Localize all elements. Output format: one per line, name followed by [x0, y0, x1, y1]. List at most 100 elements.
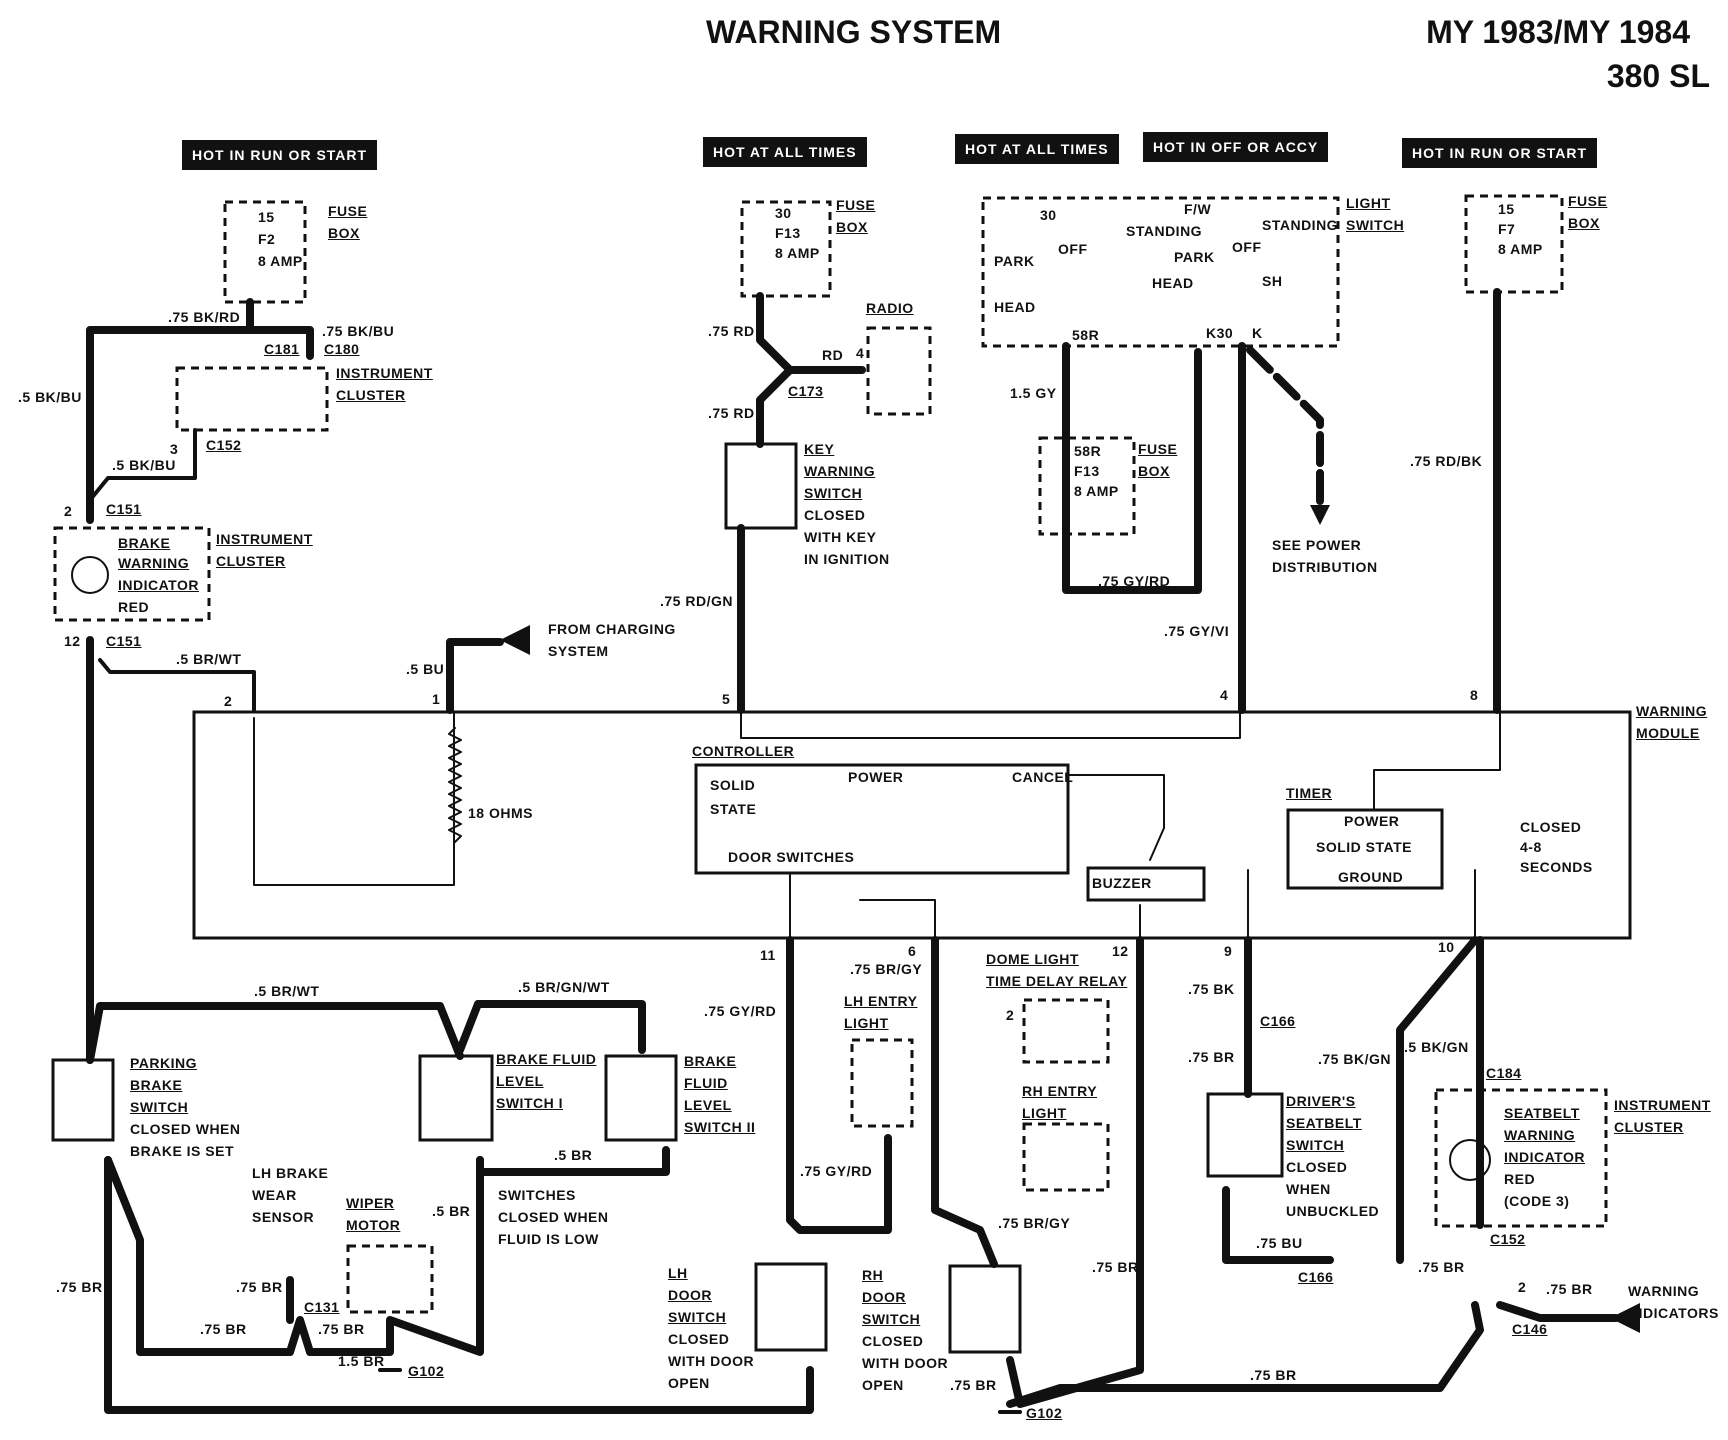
- wire-19: .75 BR: [56, 1279, 103, 1295]
- pin-4: 4: [1220, 687, 1229, 703]
- key-sw-1: KEY: [804, 441, 835, 457]
- lh-door-1: LH: [668, 1265, 688, 1281]
- fuse-1-id: F2: [258, 231, 276, 247]
- pin-2d: 2: [1518, 1279, 1527, 1295]
- wiper-box: [346, 1244, 434, 1314]
- conn-c151a: C151: [106, 501, 142, 517]
- wear-2: WEAR: [252, 1187, 297, 1203]
- pin-2c: 2: [1006, 1007, 1015, 1023]
- bf1-3: SWITCH I: [496, 1095, 563, 1111]
- brake-ind-2: WARNING: [118, 555, 190, 571]
- fuse-7-amp: 8 AMP: [1498, 241, 1543, 257]
- wire-12: .5 BR/WT: [176, 651, 242, 667]
- parking-brake-box: [51, 1058, 115, 1142]
- tag-hot-all-times-1: HOT AT ALL TIMES: [703, 137, 867, 167]
- pin-12: 12: [1112, 943, 1129, 959]
- pin-3: 3: [170, 441, 179, 457]
- ls-standing-1: STANDING: [1126, 223, 1203, 239]
- charging-connector-a: [500, 625, 530, 655]
- lh-entry-box: [850, 1038, 914, 1128]
- wear-1: LH BRAKE: [252, 1165, 329, 1181]
- sb-ind-1: SEATBELT: [1504, 1105, 1580, 1121]
- wire-6: .75 RD: [708, 405, 755, 421]
- bf2-3: LEVEL: [684, 1097, 732, 1113]
- cluster-label-1: INSTRUMENT: [336, 365, 433, 381]
- parking-brake-2: BRAKE: [130, 1077, 183, 1093]
- pin-4b: 4: [856, 345, 865, 361]
- tag-hot-all-times-2: HOT AT ALL TIMES: [955, 134, 1119, 164]
- lh-entry-2: LIGHT: [844, 1015, 889, 1031]
- dome-relay-box: [1022, 998, 1110, 1064]
- wire-4: .75 RD: [708, 323, 755, 339]
- conn-c181: C181: [264, 341, 300, 357]
- radio-box: [866, 326, 932, 416]
- warning-module-box: [192, 710, 1632, 940]
- sw-closed-2: CLOSED WHEN: [498, 1209, 609, 1225]
- wire-9: .75 GY/RD: [1098, 573, 1171, 589]
- parking-brake-5: BRAKE IS SET: [130, 1143, 235, 1159]
- rh-door-2: DOOR: [862, 1289, 906, 1305]
- wire-21: .75 BR: [200, 1321, 247, 1337]
- wire-29: .75 BR: [950, 1377, 997, 1393]
- fuse-1-amp: 8 AMP: [258, 253, 303, 269]
- conn-c152a: C152: [206, 437, 242, 453]
- seatbelt-bulb: [1449, 1139, 1491, 1181]
- lh-door-4: CLOSED: [668, 1331, 730, 1347]
- controller-cancel: CANCEL: [1012, 769, 1074, 785]
- wire-16: .5 BR/GN/WT: [518, 979, 610, 995]
- fuse-box-1: [223, 200, 307, 304]
- fuse-box-7: [1464, 194, 1564, 294]
- rh-door-box: [948, 1264, 1022, 1354]
- warn-ind-2: INDICATORS: [1628, 1305, 1719, 1321]
- wire-10: .75 GY/VI: [1164, 623, 1230, 639]
- fuse-box-13: [740, 200, 832, 298]
- conn-c180: C180: [324, 341, 360, 357]
- brake-ind-box: [53, 526, 211, 622]
- closed-sec-2: 4-8: [1520, 839, 1542, 855]
- timer-solid-state: SOLID STATE: [1316, 839, 1412, 855]
- sb-ind-3: INDICATOR: [1504, 1149, 1585, 1165]
- pin-5: 5: [722, 691, 731, 707]
- wire-25: .75 GY/RD: [800, 1163, 873, 1179]
- fuse-f13b-pin: 58R: [1074, 443, 1102, 459]
- rh-door-1: RH: [862, 1267, 884, 1283]
- wiper-2: MOTOR: [346, 1217, 401, 1233]
- wire-32: .75 BR: [1188, 1049, 1235, 1065]
- wire-23: 1.5 BR: [338, 1353, 385, 1369]
- conn-c152b: C152: [1490, 1231, 1526, 1247]
- conn-c173: C173: [788, 383, 824, 399]
- ls-park-1: PARK: [994, 253, 1035, 269]
- pin-9: 9: [1224, 943, 1233, 959]
- ls-fw: F/W: [1184, 201, 1212, 217]
- wire-22: .75 BR: [318, 1321, 365, 1337]
- key-sw-5: WITH KEY: [804, 529, 877, 545]
- box-label-2: BOX: [836, 219, 868, 235]
- see-power-2: DISTRIBUTION: [1272, 559, 1378, 575]
- box-label-4: BOX: [1138, 463, 1170, 479]
- dome-2: TIME DELAY RELAY: [986, 973, 1128, 989]
- parking-brake-3: SWITCH: [130, 1099, 189, 1115]
- bf1-2: LEVEL: [496, 1073, 544, 1089]
- pin-2b: 2: [64, 503, 73, 519]
- conn-c166a: C166: [1260, 1013, 1296, 1029]
- controller-label: CONTROLLER: [692, 743, 795, 759]
- timer-power: POWER: [1344, 813, 1400, 829]
- wire-18: .5 BR: [432, 1203, 471, 1219]
- ls-pin-k: K: [1252, 325, 1263, 341]
- fuse-box-label-4: FUSE: [1138, 441, 1178, 457]
- cluster-label-3: INSTRUMENT: [1614, 1097, 1711, 1113]
- wire-11: .75 RD/BK: [1410, 453, 1483, 469]
- rh-entry-box: [1022, 1122, 1110, 1192]
- key-sw-2: WARNING: [804, 463, 876, 479]
- ds-1: DRIVER'S: [1286, 1093, 1356, 1109]
- wire-3: .5 BK/BU: [112, 457, 176, 473]
- pin-11: 11: [760, 947, 776, 963]
- brake-fluid-1-box: [418, 1054, 494, 1142]
- ls-head-2: HEAD: [1152, 275, 1194, 291]
- fuse-7-id: F7: [1498, 221, 1516, 237]
- brake-ind-3: INDICATOR: [118, 577, 199, 593]
- brake-bulb: [71, 556, 109, 594]
- wire-0: .75 BK/RD: [168, 309, 241, 325]
- ls-park-2: PARK: [1174, 249, 1215, 265]
- controller-power: POWER: [848, 769, 904, 785]
